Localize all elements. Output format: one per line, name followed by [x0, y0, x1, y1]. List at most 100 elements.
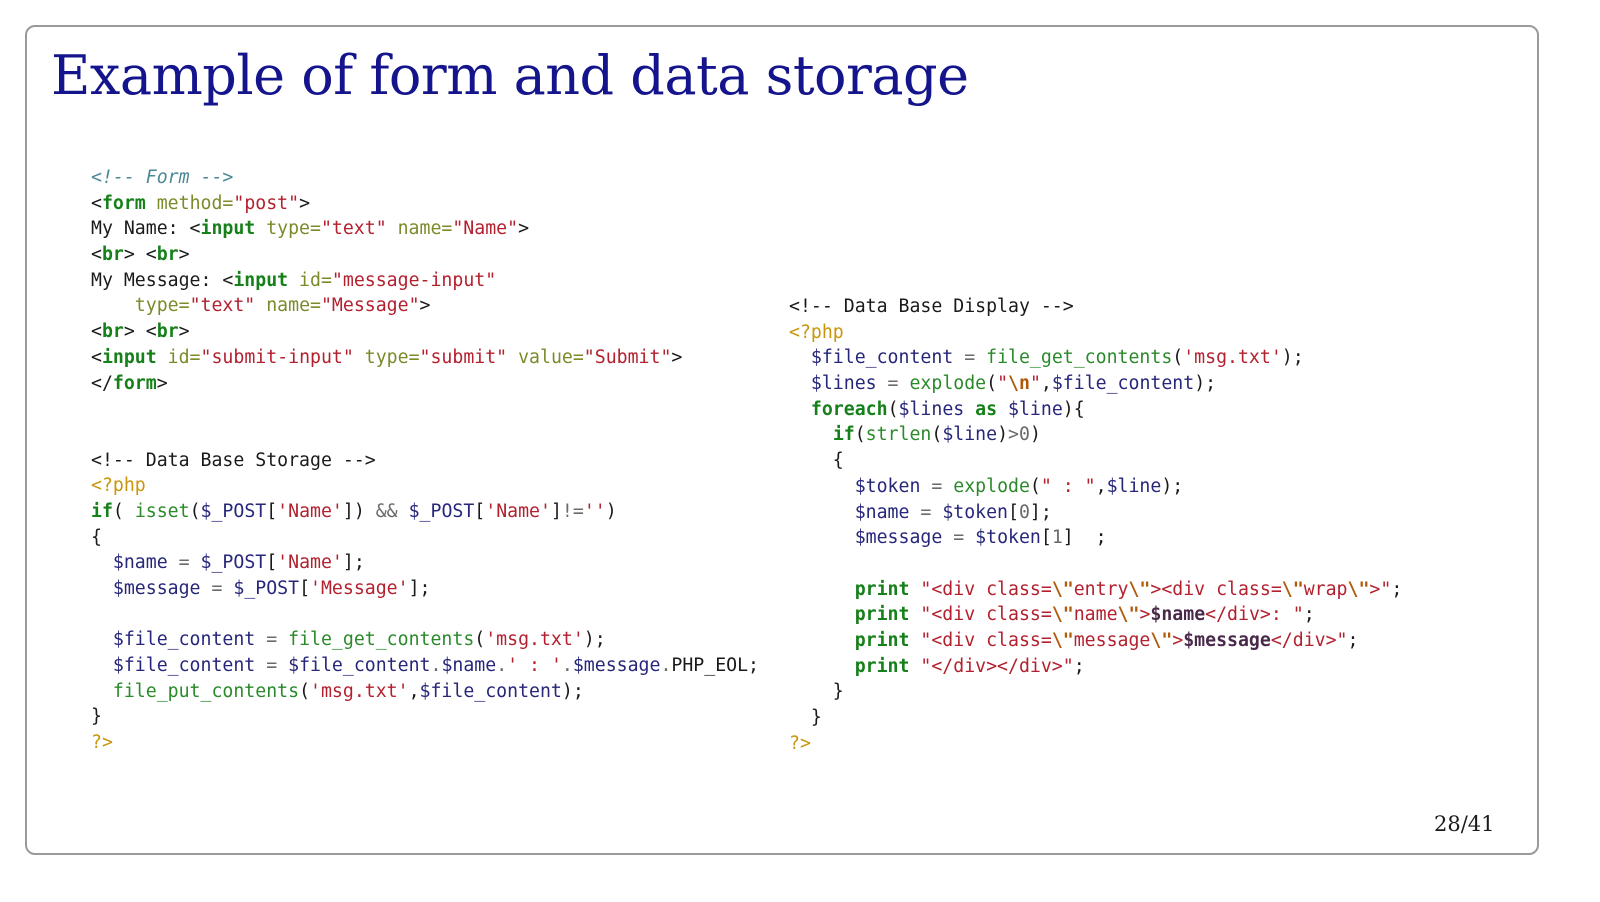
code-line: print "</div></div>"; — [789, 654, 1402, 680]
code-line: $message = $token[1] ; — [789, 525, 1402, 551]
code-token: [ — [266, 500, 278, 522]
code-token — [91, 629, 113, 650]
code-token: type= — [353, 346, 420, 368]
code-token: ; — [1073, 655, 1085, 677]
code-token: "<div class= — [920, 578, 1052, 600]
code-token: , — [408, 680, 420, 702]
code-token: strlen — [865, 424, 932, 446]
code-token: '' — [583, 500, 606, 522]
code-token: = — [876, 373, 910, 395]
code-token: $token — [854, 475, 921, 497]
code-token: type= — [91, 295, 190, 317]
code-token: 1 — [1051, 527, 1063, 549]
code-token: $name — [441, 655, 497, 677]
code-token: if — [832, 424, 855, 446]
code-token: { — [91, 526, 102, 548]
code-line: <form method="post"> — [91, 191, 759, 217]
code-token: 'msg.txt' — [310, 680, 409, 702]
code-token: form — [112, 372, 157, 394]
code-token: , — [1040, 373, 1052, 395]
code-token: \" — [1128, 578, 1151, 600]
code-token: < — [91, 346, 102, 368]
code-token: , — [1095, 475, 1107, 497]
code-token: > — [156, 372, 168, 394]
code-token: >" — [1369, 578, 1392, 600]
code-token: $line — [1106, 475, 1162, 497]
code-token — [909, 630, 920, 651]
code-token: method= — [145, 192, 234, 214]
code-token: wrap — [1303, 578, 1348, 600]
code-token: ) — [1029, 424, 1041, 446]
code-token: ( — [1172, 347, 1184, 369]
code-token: $file_content — [288, 655, 431, 677]
code-token: > — [671, 346, 683, 368]
code-token: . — [660, 655, 672, 677]
code-token: ' : ' — [507, 655, 562, 677]
code-token: = — [909, 501, 943, 523]
code-token: 'msg.txt' — [485, 629, 584, 651]
code-token: [ — [1008, 501, 1019, 523]
code-token: ?> — [91, 732, 113, 754]
code-line — [91, 396, 759, 422]
code-token — [997, 399, 1008, 420]
code-line: print "<div class=\"name\">$name</div>: … — [789, 602, 1402, 628]
code-token — [91, 655, 113, 676]
code-token: "Submit" — [583, 346, 672, 368]
code-token: <!-- Data Base Storage --> — [91, 449, 376, 471]
code-token: \" — [1281, 578, 1304, 600]
code-line: ?> — [91, 730, 759, 756]
code-line: } — [789, 679, 1402, 705]
code-line: </form> — [91, 371, 759, 397]
code-line: ?> — [789, 731, 1402, 757]
code-token: $token — [942, 501, 1009, 523]
code-token — [789, 399, 811, 420]
code-token: name= — [386, 218, 453, 240]
code-token: file_get_contents — [986, 347, 1173, 369]
code-token: "text" — [189, 295, 256, 317]
code-line: { — [91, 525, 759, 551]
code-token: ( — [854, 424, 866, 446]
code-token — [91, 578, 113, 599]
code-token: > — [1172, 629, 1184, 651]
code-token: type= — [255, 218, 321, 240]
code-token: = — [167, 552, 201, 574]
code-token: </div>: " — [1205, 604, 1304, 626]
code-line: <?php — [789, 320, 1402, 346]
code-token: <!-- Data Base Display --> — [789, 296, 1074, 317]
code-token: $_POST — [200, 500, 267, 522]
code-token: $message — [854, 527, 943, 549]
code-token: $token — [975, 527, 1041, 549]
code-line: file_put_contents('msg.txt',$file_conten… — [91, 679, 759, 705]
code-token — [789, 630, 855, 651]
code-token: > < — [123, 321, 157, 343]
slide-title: Example of form and data storage — [51, 44, 969, 107]
code-token: $_POST — [408, 500, 475, 522]
code-token: $file_content — [810, 347, 954, 369]
code-token: ] ; — [1062, 527, 1107, 549]
code-block-display: <!-- Data Base Display --> <?php $file_co… — [789, 294, 1402, 756]
code-token: isset — [134, 500, 190, 522]
code-token: $file_content — [419, 680, 562, 702]
code-line: foreach($lines as $line){ — [789, 397, 1402, 423]
code-token: name — [1073, 604, 1118, 626]
code-token: ]) — [342, 500, 376, 522]
code-token: explode — [953, 475, 1030, 497]
code-token: " — [997, 373, 1009, 395]
code-token: <!-- Form --> — [91, 167, 234, 188]
code-token: print — [854, 629, 910, 651]
code-line: type="text" name="Message"> — [91, 293, 759, 319]
code-line: <!-- Data Base Display --> — [789, 294, 1402, 320]
code-token — [789, 656, 855, 677]
code-token: id= — [156, 346, 201, 368]
slide-frame — [25, 25, 1539, 855]
code-token: \" — [1150, 629, 1173, 651]
code-token: > — [419, 295, 431, 317]
code-token — [909, 579, 920, 600]
code-line: $message = $_POST['Message']; — [91, 576, 759, 602]
code-token: } — [91, 706, 102, 728]
code-line: <br> <br> — [91, 242, 759, 268]
code-token: My Name: < — [91, 218, 201, 240]
code-token: ){ — [1062, 398, 1085, 420]
code-token: "text" — [320, 218, 387, 240]
code-token: if — [91, 500, 113, 522]
